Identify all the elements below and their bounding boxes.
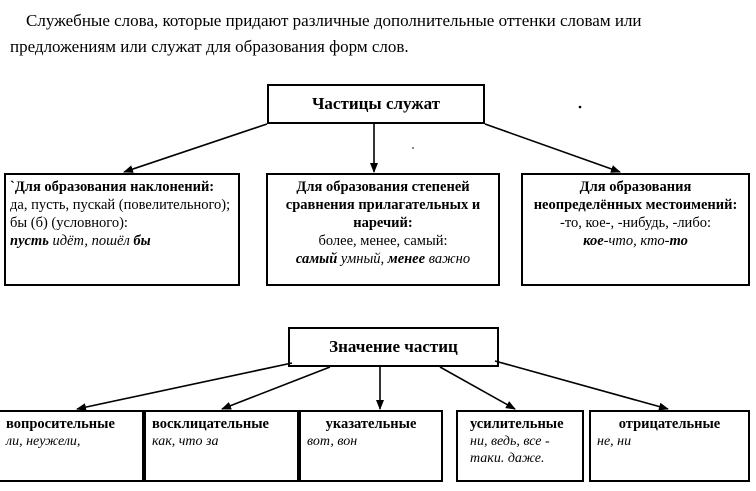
demonstrative-box: указательные вот, вон bbox=[299, 410, 443, 482]
stray-dot bbox=[412, 147, 414, 149]
negative-examples: не, ни bbox=[597, 434, 632, 449]
intro-text: Служебные слова, которые придают различн… bbox=[10, 11, 642, 56]
mood-example-3: бы bbox=[133, 233, 151, 249]
demonstrative-name: указательные bbox=[325, 416, 417, 432]
demonstrative-examples: вот, вон bbox=[307, 434, 358, 449]
exclamatory-examples: как, что за bbox=[152, 434, 219, 449]
comparison-example-1: самый bbox=[295, 251, 338, 267]
arrow-to-negative bbox=[494, 360, 669, 411]
comparison-example-4: важно bbox=[425, 251, 471, 267]
indefinite-pronouns-heading: Для образования неопределённых местоимен… bbox=[533, 179, 738, 213]
particles-meaning-title: Значение частиц bbox=[288, 327, 499, 367]
intensifying-box: усилительные ни, ведь, все - таки. даже. bbox=[456, 410, 584, 482]
mood-formation-text: да, пусть, пускай (повелительного); бы (… bbox=[10, 197, 231, 231]
arrow-to-interrogative bbox=[76, 362, 293, 412]
indefinite-pronouns-text: -то, кое-, -нибудь, -либо: bbox=[560, 215, 711, 231]
arrow-to-exclamatory bbox=[221, 366, 331, 410]
arrow-to-mood-box bbox=[123, 123, 268, 173]
particles-serve-title: Частицы служат bbox=[267, 84, 485, 124]
mood-formation-heading: `Для образования наклонений: bbox=[10, 179, 215, 195]
particles-meaning-title-text: Значение частиц bbox=[329, 337, 458, 356]
comparison-example-3: менее bbox=[387, 251, 426, 267]
comparison-degrees-heading: Для образования степеней сравнения прила… bbox=[285, 179, 481, 231]
exclamatory-name: восклицательные bbox=[152, 416, 269, 432]
mood-example-1: пусть bbox=[10, 233, 49, 249]
negative-name: отрицательные bbox=[618, 416, 721, 432]
indefinite-example-1: кое bbox=[583, 233, 604, 249]
exclamatory-box: восклицательные как, что за bbox=[144, 410, 299, 482]
interrogative-name: вопросительные bbox=[6, 416, 115, 432]
comparison-degrees-text: более, менее, самый: bbox=[318, 233, 448, 249]
stray-dot bbox=[578, 105, 582, 109]
interrogative-box: вопросительные ли, неужели, bbox=[0, 410, 144, 482]
indefinite-pronouns-box: Для образования неопределённых местоимен… bbox=[521, 173, 750, 286]
arrow-to-intensifying bbox=[439, 366, 516, 410]
interrogative-examples: ли, неужели, bbox=[6, 434, 81, 449]
indefinite-example-3: то bbox=[669, 233, 688, 249]
intensifying-name: усилительные bbox=[470, 416, 564, 432]
mood-formation-box: `Для образования наклонений: да, пусть, … bbox=[4, 173, 240, 286]
indefinite-example-2: -что, кто- bbox=[603, 233, 670, 249]
mood-example-2: идёт, пошёл bbox=[48, 233, 134, 249]
particles-serve-title-text: Частицы служат bbox=[311, 94, 441, 113]
arrow-to-indefinite-box bbox=[484, 123, 621, 173]
negative-box: отрицательные не, ни bbox=[589, 410, 750, 482]
comparison-degrees-box: Для образования степеней сравнения прила… bbox=[266, 173, 500, 286]
comparison-example-2: умный, bbox=[337, 251, 388, 267]
intensifying-examples: ни, ведь, все - таки. даже. bbox=[470, 434, 550, 466]
